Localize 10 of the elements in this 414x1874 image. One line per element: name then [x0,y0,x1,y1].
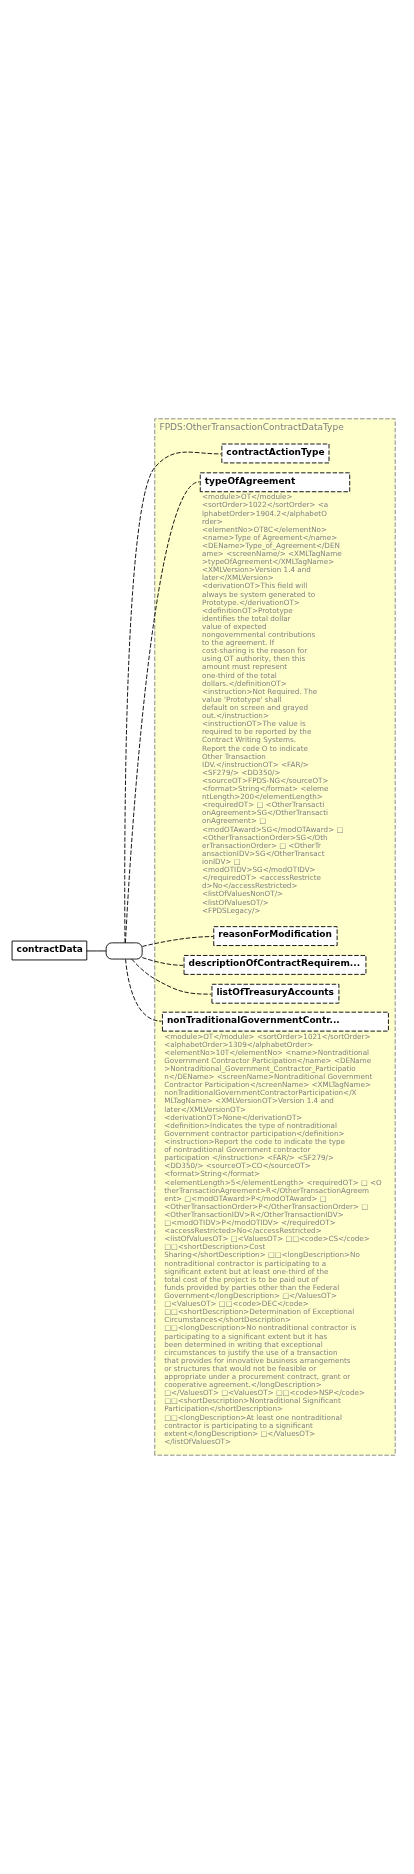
node-box [105,942,143,960]
connector [141,936,214,947]
connector [124,451,222,943]
connector [85,950,107,952]
connector [125,481,200,944]
connector [125,958,162,1022]
connector [131,958,212,995]
node-label: <module>OT</module> <sortOrder>1021</sortOrder> <alphabetOrder>1309</alphabetOrder> <elementNo>10T</elementNo> <name>Nontraditional Government Contractor Participation</name> <DEName>Nontraditional_Government_Contractor_Participation</DEName> <screenName>Nontraditional Government Contractor Participation</screenName> <XMLTagName>nonTraditionalGovernmentContractorParticipation</XMLTagName> <XMLVersionOT>Version 1.4 and later</XMLVersionOT> <derivationOT>None</derivationOT> <definition>Indicates the type of nontraditional Government contractor participation</definition> <instruction>Report the code to indicate the type of nontraditional Government contractor participation </instruction> <FAR/> <SF279/> <DD350/> <sourceOT>CO</sourceOT> <format>String</format> <elementLength>5</elementLength> <requiredOT> □ <OtherTransactionAgreement>R</OtherTransactionAgreement> □<modOTAward>P</modOTAward> □ <OtherTransactionOrder>P</OtherTransactionOrder> □ <OtherTransactionIDV>R</OtherTransactionIDV> □<modOTIDV>P</modOTIDV> </requiredOT> <accessRestricted>No</accessRestricted> <listOfValuesOT> □<ValuesOT> □□<code>CS</code> □□<shortDescription>Cost Sharing</shortDescription> □□<longDescription>No nontraditional contractor is participating to a significant extent but at least one-third of the total cost of the project is to be paid out of funds provided by parties other than the Federal Government</longDescription> □</ValuesOT> □<ValuesOT> □□<code>DEC</code> □□<shortDescription>Determination of Exceptional Circumstances</shortDescription> □□<longDescription>No nontraditional contractor is participating to a significant extent but it has been determined in writing that exceptional circumstances to justify the use of a transaction that provides for innovative business arrangements or structures that would not be feasible or appropriate under a procurement contract, grant or cooperative agreement.</longDescription> □</ValuesOT> □<ValuesOT> □□<code>NSP</code> □□<shortDescription>Nontraditional Significant Participation</shortDescription> □□<longDescription>At least one nontraditional contractor is participating to a significant extent</longDescription> □</ValuesOT> </listOfValuesOT> [164,1031,382,1446]
connector [141,957,184,966]
node-label: <module>OT</module> <sortOrder>1022</sortOrder> <alphabetOrder>1904.2</alphabetOrder> <elementNo>OT8C</elementNo> <name>Type of Agreement</name> <DEName>Type_of_Agreement</DEName> <screenName/> <XMLTagName>typeOfAgreement</XMLTagName> <XMLVersion>Version 1.4 and later</XMLVersion> <derivationOT>This field will always be system generated to Prototype.</derivationOT> <definitionOT>Prototype identifies the total dollar value of expected nongovernmental contributions to the agreement. If cost-sharing is the reason for using OT authority, then this amount must represent one-third of the total dollars.</definitionOT> <instruction>Not Required. The value 'Prototype' shall default on screen and grayed out.</instruction> <instructionOT>The value is required to be reported by the Contract Writing Systems. Report the code O to indicate Other Transaction IDV.</instructionOT> <FAR/> <SF279/> <DD350/> <sourceOT>FPDS-NG</sourceOT> <format>String</format> <elementLength>200</elementLength> <requiredOT> □ <OtherTransactionAgreement>SG</OtherTransactionAgreement> □ <modOTAward>SG</modOTAward> □ <OtherTransactionOrder>SG</OtherTransactionOrder> □ <OtherTransactionIDV>SG</OtherTransactionIDV> □ <modOTIDV>SG</modOTIDV> </requiredOT> <accessRestricted>No</accessRestricted> <listOfValuesNonOT/> <listOfValuesOT/> <FPDSLegacy/> [202,492,344,915]
